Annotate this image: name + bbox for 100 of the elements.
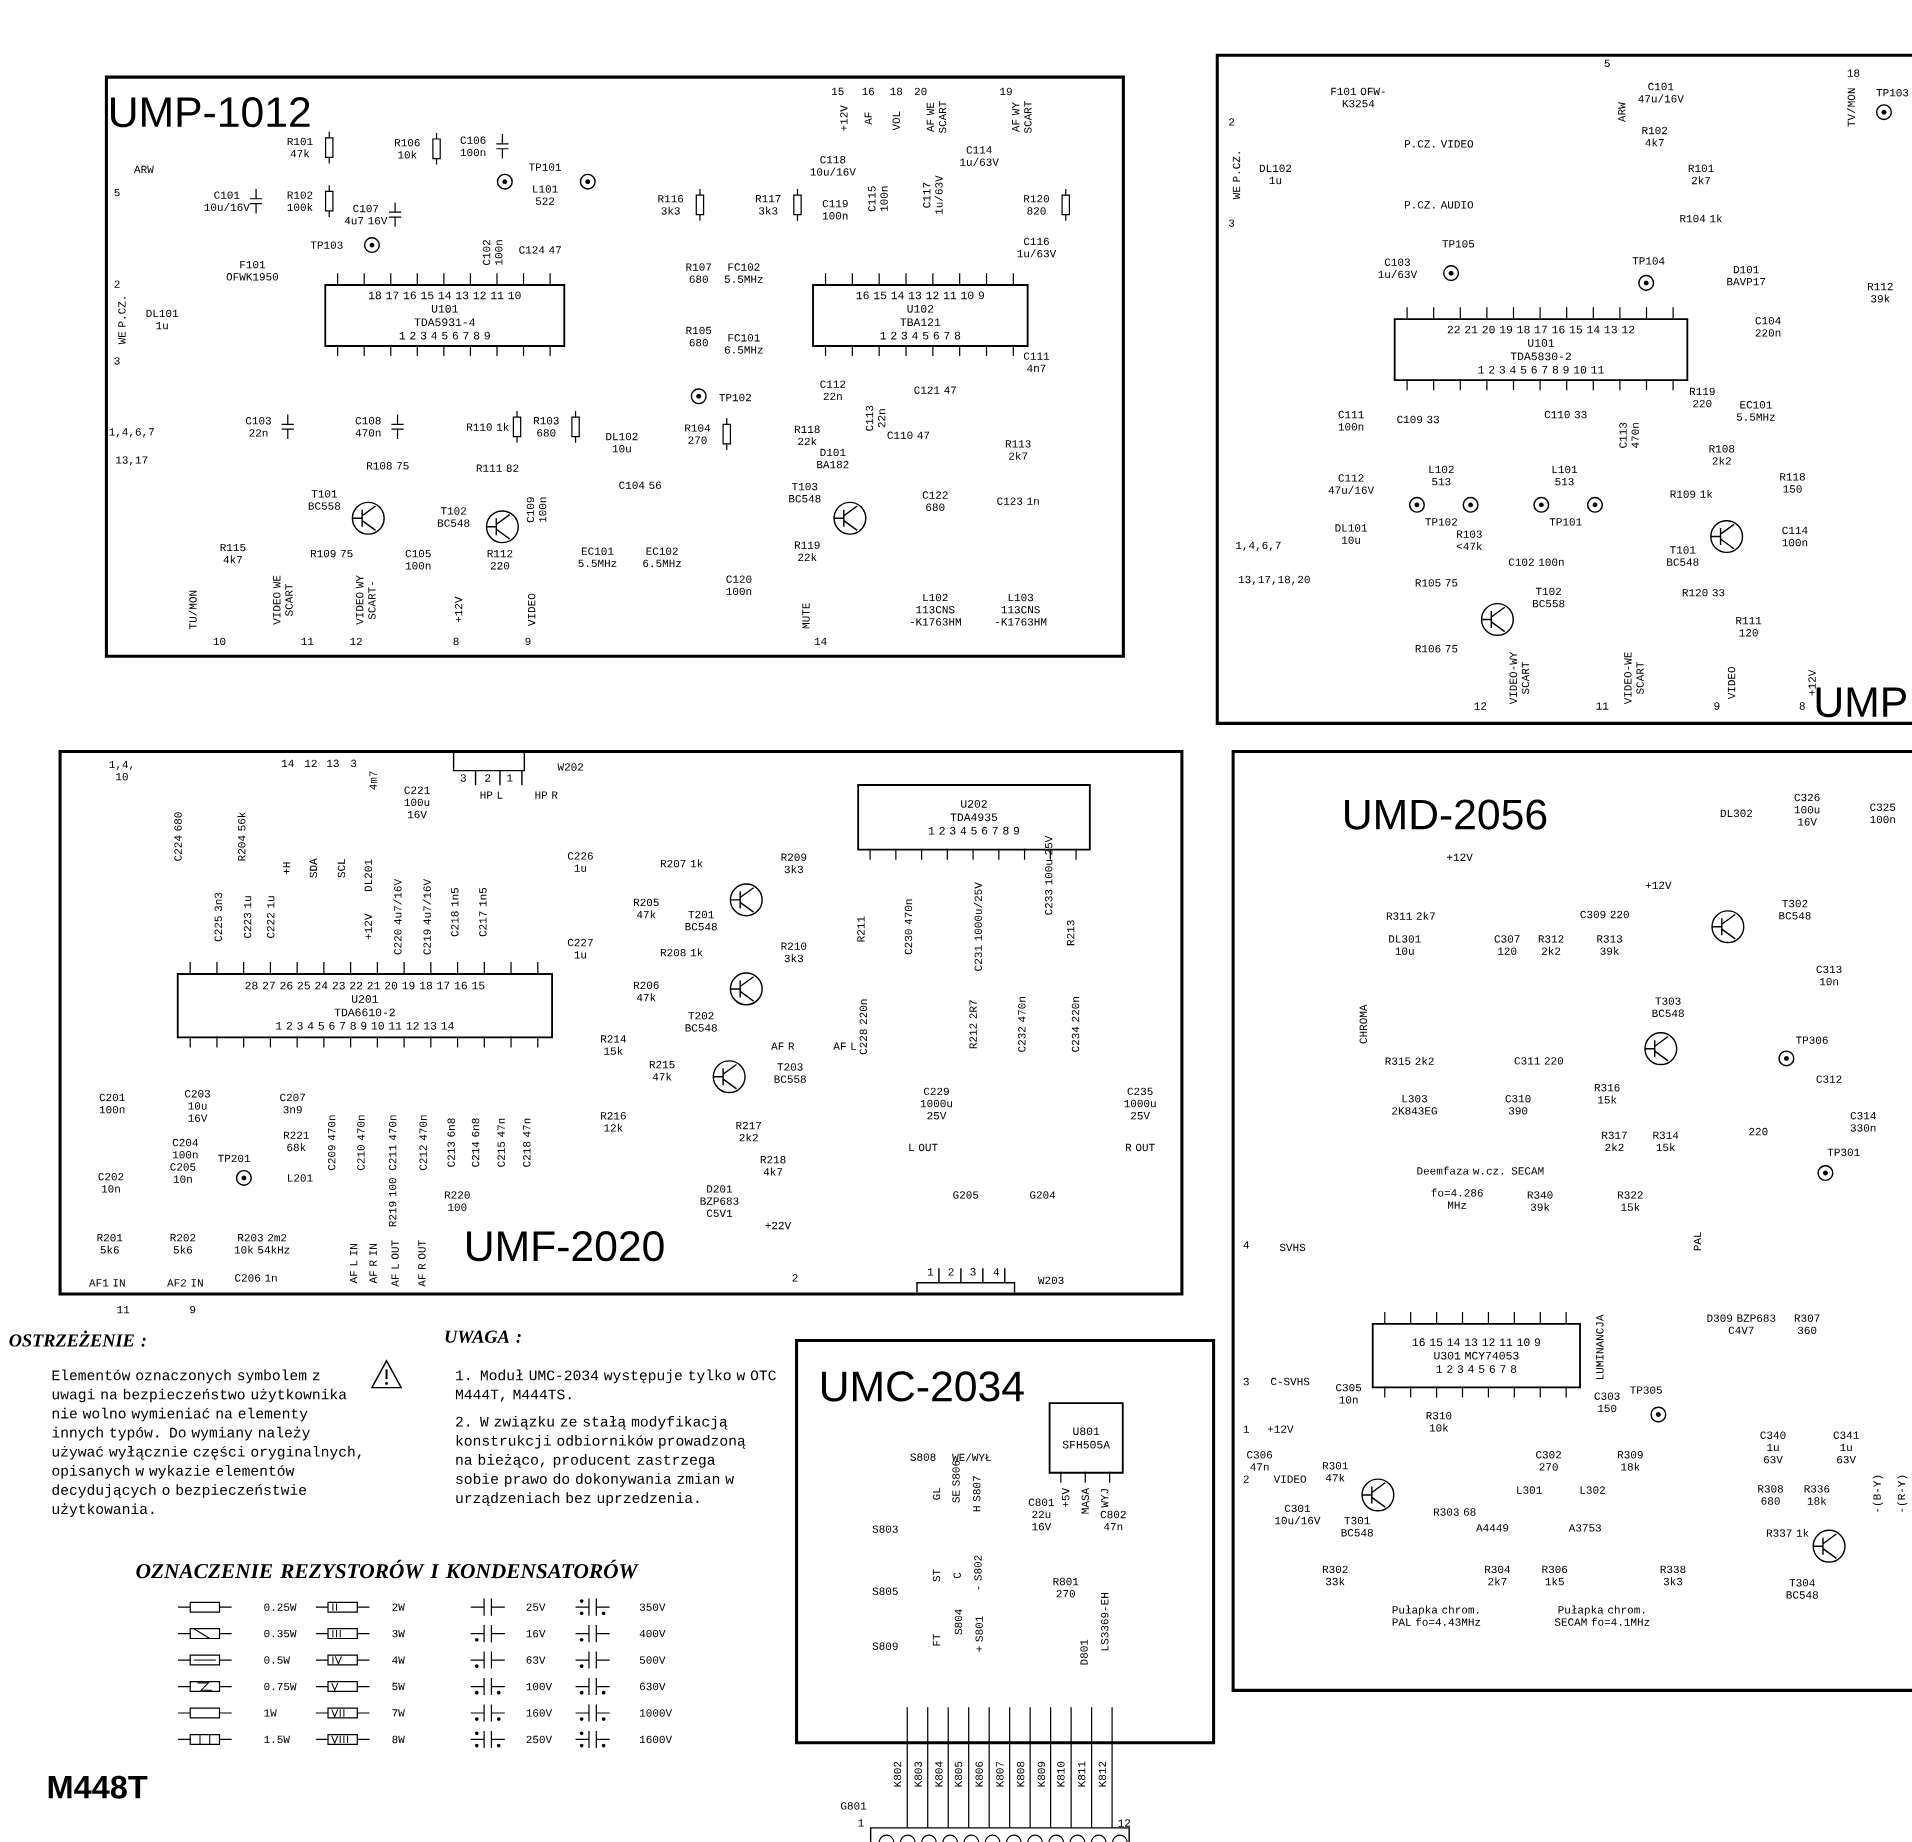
component-label: R119 220 bbox=[1689, 387, 1715, 408]
signal-label: 1,4, 10 bbox=[109, 760, 133, 781]
ic-chip: 16 15 14 13 12 11 10 9 U301 MCY74053 1 2 3 4 5 6 7 8 bbox=[1371, 1311, 1581, 1398]
component-label: DL301 10u bbox=[1389, 935, 1421, 955]
component-label: C232 470n bbox=[1018, 996, 1026, 1052]
component-label: DL102 10u bbox=[606, 432, 638, 453]
pin-number: 3 bbox=[1243, 1377, 1249, 1386]
component-label: R204 56k bbox=[237, 811, 246, 861]
legend-label: 630V bbox=[639, 1682, 666, 1690]
component-label: C340 1u 63V bbox=[1760, 1431, 1786, 1464]
component-label: C110 33 bbox=[1544, 410, 1587, 419]
ic-chip: 22 21 20 19 18 17 16 15 14 13 12 U101 TDA5830-2 1 2 3 4 5 6 7 8 9 10 11 bbox=[1393, 306, 1689, 391]
component-label: C120 100n bbox=[726, 575, 752, 595]
component-label: R102 100k bbox=[287, 191, 313, 211]
pin-number: 1 bbox=[858, 1819, 864, 1827]
component-label: R211 bbox=[857, 916, 865, 942]
component-label: C234 220n bbox=[1071, 996, 1080, 1052]
signal-label: PAL bbox=[1693, 1231, 1701, 1251]
component-label: C307 120 bbox=[1494, 935, 1520, 955]
pin-number: 2 bbox=[485, 774, 491, 782]
pin-number: 2 bbox=[792, 1274, 798, 1282]
signal-label: R OUT bbox=[1126, 1143, 1155, 1151]
component-label: R105 75 bbox=[1415, 578, 1458, 587]
component-label: C233 100u 25V bbox=[1044, 835, 1053, 915]
signal-label: Deemfaza w.cz. SECAM bbox=[1417, 1166, 1544, 1175]
component-label: S808 bbox=[910, 1453, 936, 1461]
component-label: R303 68 bbox=[1434, 1508, 1476, 1516]
component-label: R210 3k3 bbox=[781, 942, 807, 962]
pin-number: 3 bbox=[460, 774, 466, 782]
component-label: R311 2k7 bbox=[1386, 911, 1435, 920]
component-label: DL201 bbox=[364, 859, 372, 891]
legend-label: 8W bbox=[392, 1735, 405, 1743]
legend-label: 0.25W bbox=[264, 1603, 297, 1611]
pin-number: 4 bbox=[993, 1267, 999, 1276]
component-label: R338 3k3 bbox=[1660, 1565, 1686, 1585]
legend-label: 1000V bbox=[639, 1709, 673, 1717]
component-label: C109 33 bbox=[1397, 415, 1440, 423]
component-label: TP104 bbox=[1632, 257, 1665, 265]
component-label: C235 1000u 25V bbox=[1124, 1087, 1156, 1120]
component-label: R218 4k7 bbox=[760, 1155, 786, 1176]
component-label: L101 522 bbox=[533, 185, 558, 205]
pin-number: 5 bbox=[114, 188, 120, 197]
pin-number: 3 bbox=[114, 357, 120, 365]
signal-label: LUMINANCJA bbox=[1596, 1314, 1604, 1379]
pin-number: 2 bbox=[114, 280, 120, 288]
component-label: R309 18k bbox=[1618, 1450, 1643, 1471]
legend-label: 0.35W bbox=[264, 1629, 297, 1638]
pin-number: 20 bbox=[914, 87, 927, 95]
component-label: C214 6n8 bbox=[471, 1118, 480, 1167]
component-label: C218 1n5 bbox=[451, 887, 459, 937]
signal-label: AF WE SCART bbox=[926, 100, 947, 133]
component-label: R205 47k bbox=[633, 898, 659, 918]
component-label: C204 100n bbox=[172, 1138, 198, 1159]
component-label: R317 2k2 bbox=[1602, 1131, 1627, 1151]
signal-label: SVHS bbox=[1279, 1243, 1306, 1251]
component-label: R216 12k bbox=[601, 1111, 626, 1132]
component-label: R203 2m2 10k 54kHz bbox=[234, 1233, 290, 1254]
component-label: C218 47n bbox=[523, 1118, 531, 1167]
pin-label: MASA bbox=[1081, 1487, 1089, 1514]
component-label: R219 100 bbox=[388, 1177, 397, 1227]
component-label: R102 4k7 bbox=[1642, 126, 1668, 147]
component-label: C801 22u 16V bbox=[1028, 1498, 1054, 1531]
component-label: R215 47k bbox=[649, 1060, 675, 1081]
legend-label: 1600V bbox=[639, 1735, 673, 1743]
pin-number: 9 bbox=[190, 1305, 196, 1314]
component-label: C206 1n bbox=[235, 1273, 277, 1282]
component-label: C103 1u/63V bbox=[1378, 258, 1418, 278]
pin-number: 8 bbox=[453, 637, 459, 645]
component-label: 220 bbox=[1749, 1127, 1768, 1136]
pin-number: K809 bbox=[1037, 1761, 1046, 1787]
signal-label: +12V bbox=[1645, 881, 1672, 889]
signal-label: AF bbox=[864, 112, 872, 125]
component-label: C115 100n bbox=[868, 186, 888, 212]
component-label: T201 BC548 bbox=[685, 910, 717, 931]
component-label: TP102 bbox=[719, 393, 751, 401]
signal-label: VIDEO bbox=[527, 593, 536, 626]
pin-number: 9 bbox=[525, 637, 531, 645]
pin-number: 1 bbox=[1243, 1425, 1249, 1433]
signal-label: MUTE bbox=[802, 603, 810, 628]
component-label: R304 2k7 bbox=[1485, 1565, 1510, 1585]
component-label: TP306 bbox=[1795, 1036, 1828, 1044]
legend-label: 160V bbox=[526, 1709, 553, 1717]
component-label: R217 2k2 bbox=[736, 1121, 762, 1142]
component-label: C102 100n bbox=[1508, 558, 1564, 566]
component-label: TP102 bbox=[1425, 517, 1457, 526]
component-label: C314 330n bbox=[1850, 1111, 1876, 1132]
component-label: L301 bbox=[1517, 1486, 1542, 1494]
signal-label: VIDEO WY SCART- bbox=[356, 575, 376, 625]
legend-label: 500V bbox=[639, 1656, 666, 1664]
component-label: + S801 bbox=[975, 1616, 983, 1652]
component-label: C224 680 bbox=[174, 812, 182, 861]
pin-number: K806 bbox=[975, 1761, 983, 1787]
legend-label: 1W bbox=[264, 1709, 277, 1717]
component-label: A4449 bbox=[1476, 1523, 1509, 1532]
component-label: C230 470n bbox=[904, 899, 913, 955]
component-label: DL302 bbox=[1720, 809, 1753, 817]
pin-number: 2 bbox=[1243, 1475, 1249, 1483]
pin-number: 14 bbox=[282, 759, 294, 767]
component-label: C105 100n bbox=[405, 549, 431, 570]
component-label: R315 2k2 bbox=[1385, 1056, 1434, 1065]
